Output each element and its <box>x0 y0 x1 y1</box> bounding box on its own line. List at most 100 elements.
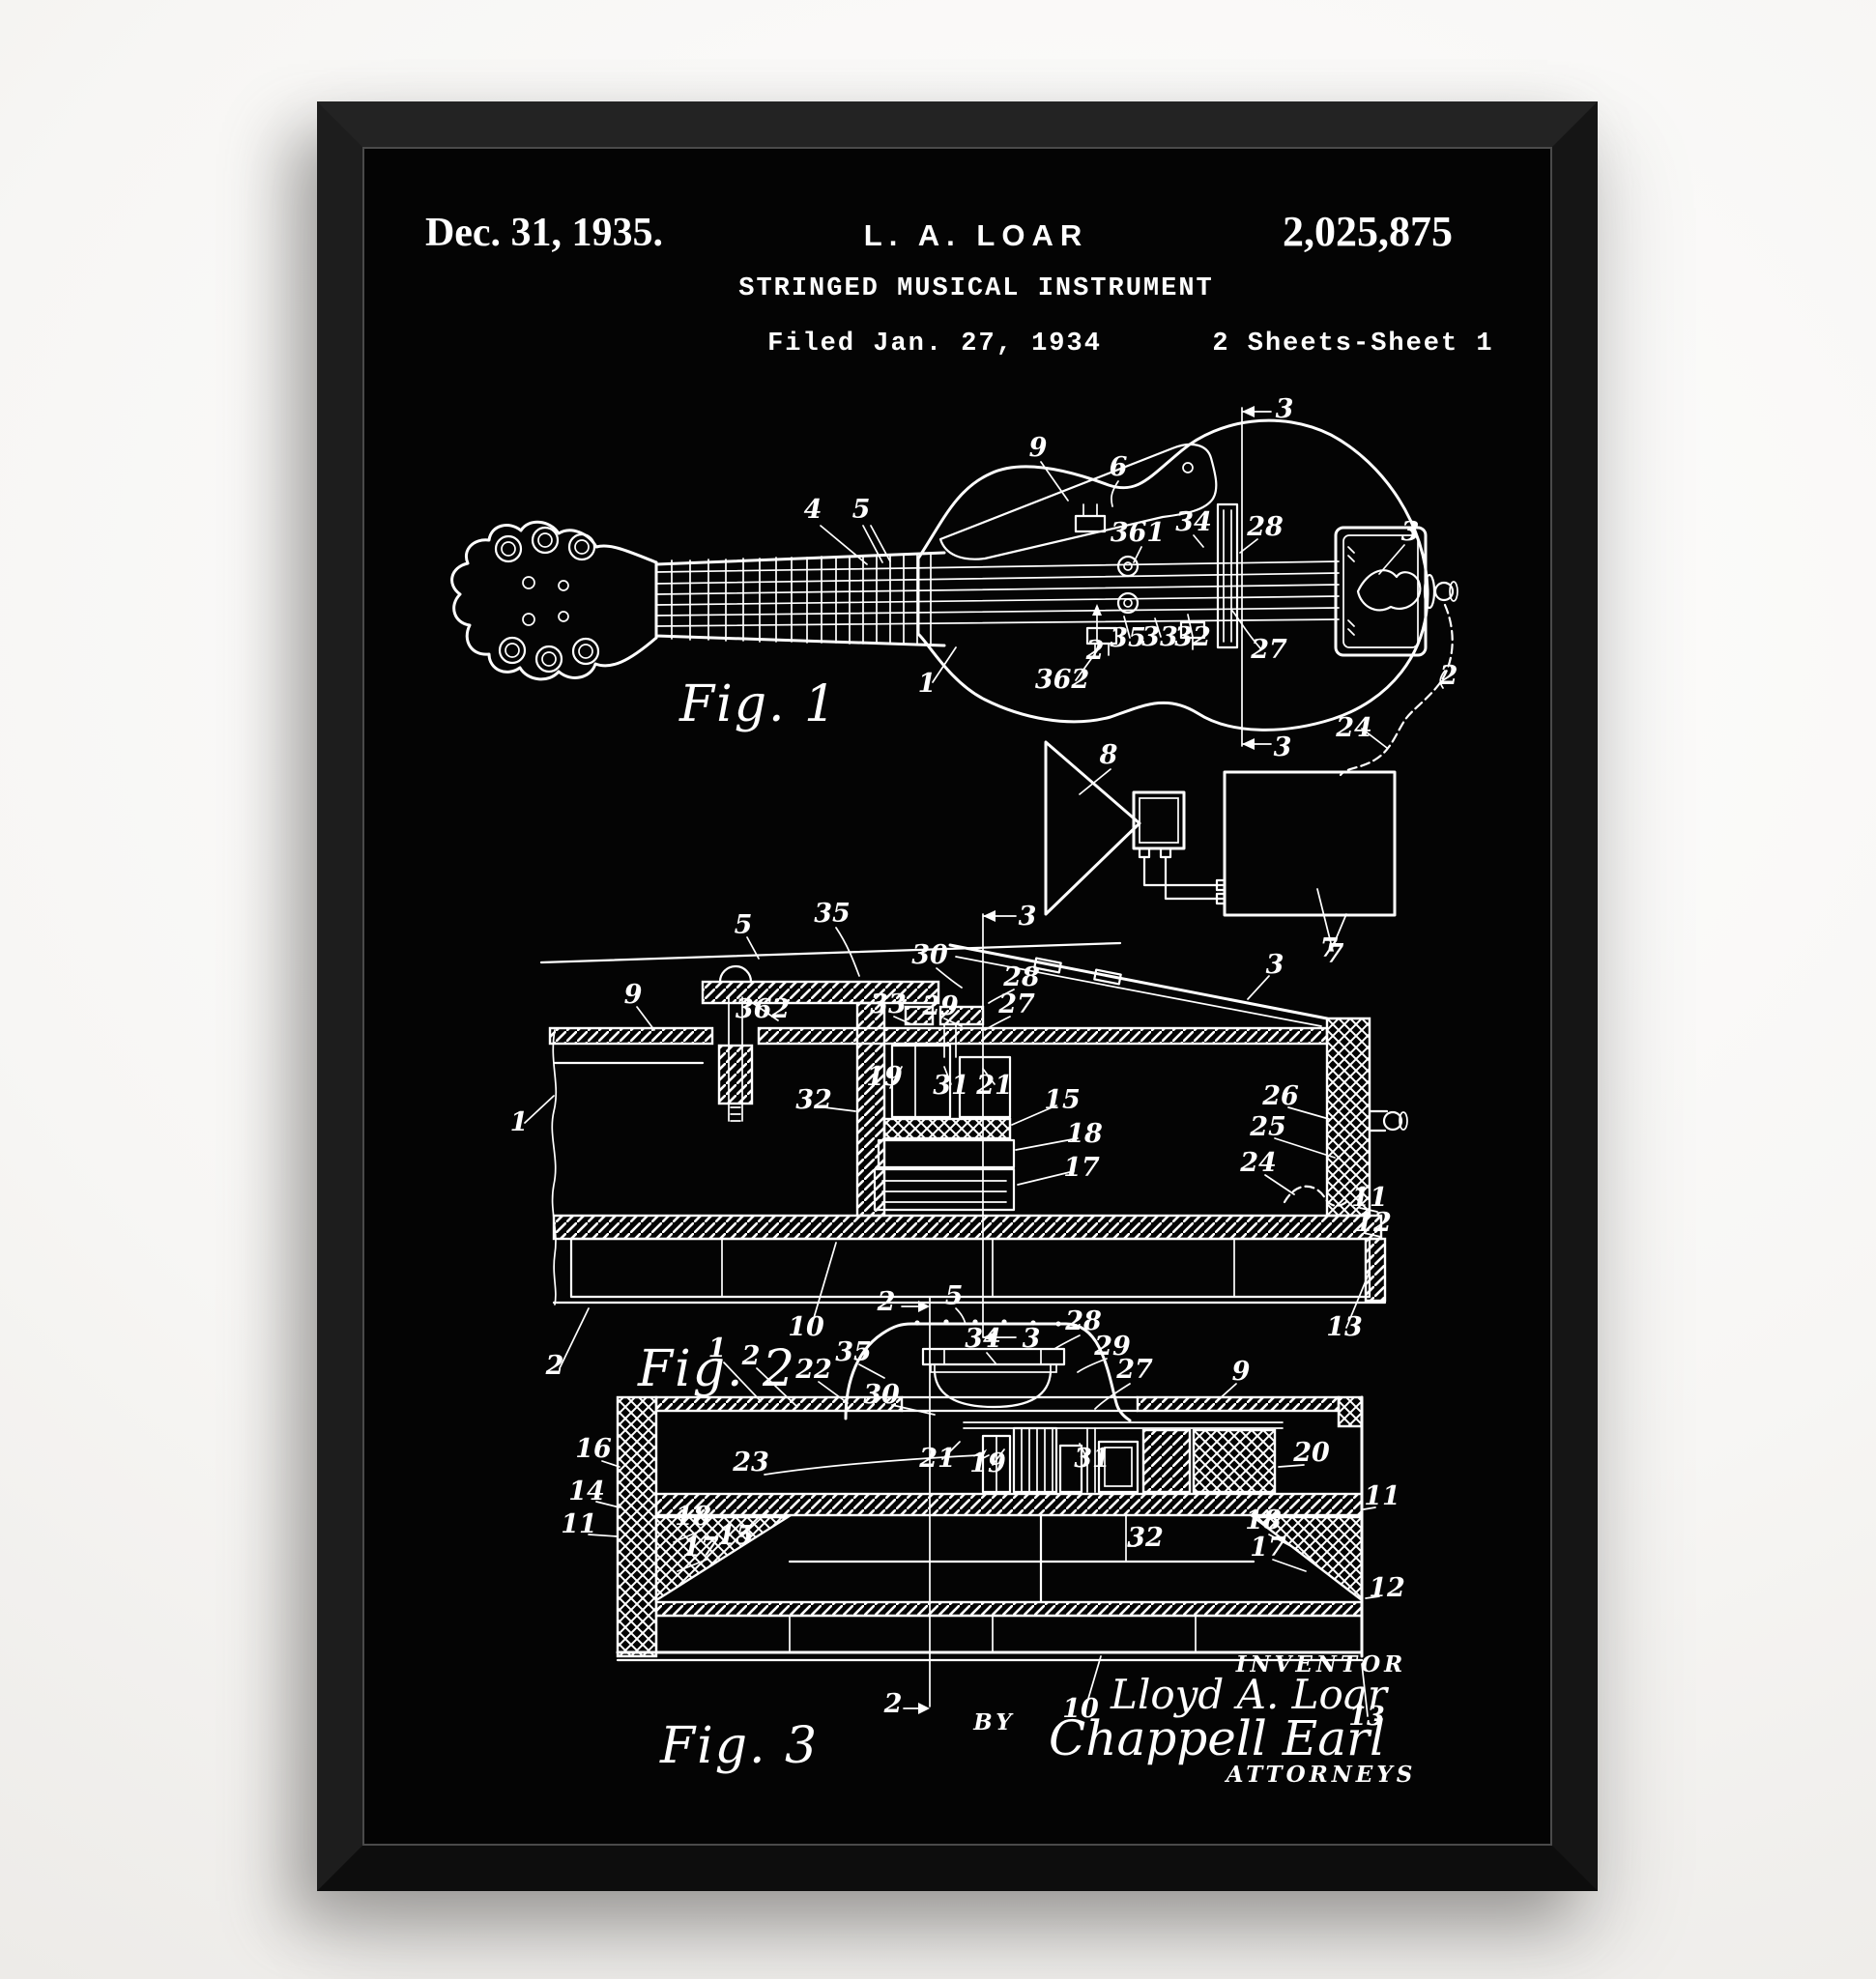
callout-7: 7 <box>1326 939 1344 969</box>
callout-2: 2 <box>883 1689 903 1719</box>
callout-30: 30 <box>911 940 948 970</box>
callout-3: 3 <box>1274 732 1292 762</box>
callout-9: 9 <box>1029 433 1048 463</box>
callout-18: 18 <box>1245 1506 1282 1535</box>
callout-18: 18 <box>675 1502 711 1532</box>
patent-date: Dec. 31, 1935. <box>425 211 663 255</box>
callout-1: 1 <box>918 669 937 699</box>
callout-11: 11 <box>561 1509 597 1539</box>
callout-16: 16 <box>575 1434 612 1464</box>
callout-2: 2 <box>1439 661 1458 691</box>
callout-21: 21 <box>975 1071 1013 1101</box>
callout-15: 15 <box>1044 1085 1081 1115</box>
callout-14: 14 <box>568 1477 605 1506</box>
callout-3: 3 <box>1276 394 1294 424</box>
callout-31: 31 <box>1074 1444 1111 1474</box>
callout-6: 6 <box>1110 452 1128 482</box>
callout-32: 32 <box>795 1085 832 1115</box>
callout-13: 13 <box>1348 1702 1385 1732</box>
callout-3: 3 <box>1023 1324 1041 1354</box>
callout-8: 8 <box>1099 740 1118 770</box>
callout-361: 361 <box>1111 518 1165 548</box>
callout-5: 5 <box>735 910 753 940</box>
callout-35: 35 <box>814 899 851 929</box>
filed-date: Filed Jan. 27, 1934 <box>767 330 1102 359</box>
callout-7: 7 <box>1320 933 1339 963</box>
callout-22: 22 <box>794 1355 832 1385</box>
callout-362: 362 <box>736 994 790 1024</box>
callout-9: 9 <box>624 980 643 1010</box>
callout-28: 28 <box>1246 512 1284 542</box>
callout-5: 5 <box>945 1281 964 1311</box>
callout-27: 27 <box>1250 635 1287 665</box>
inventor-signature: Lloyd A. Loar <box>1110 1671 1390 1718</box>
tuner-buttons <box>494 526 600 674</box>
callout-3: 3 <box>1266 950 1284 980</box>
callout-23: 23 <box>732 1448 769 1477</box>
callout-28: 28 <box>1064 1306 1102 1336</box>
callout-32: 32 <box>1127 1523 1164 1553</box>
callout-31: 31 <box>933 1071 969 1101</box>
callout-15: 15 <box>717 1521 754 1551</box>
patent-poster: Dec. 31, 1935. L. A. LOAR 2,025,875 STRI… <box>364 149 1550 1844</box>
callout-2: 2 <box>545 1351 564 1381</box>
sheet-info: 2 Sheets-Sheet 1 <box>1212 330 1493 359</box>
callout-20: 20 <box>1292 1438 1330 1468</box>
callout-18: 18 <box>1066 1119 1103 1149</box>
callout-17: 17 <box>1063 1153 1100 1183</box>
picture-frame: Dec. 31, 1935. L. A. LOAR 2,025,875 STRI… <box>317 101 1598 1891</box>
callout-12: 12 <box>1369 1573 1405 1603</box>
callout-35: 35 <box>835 1337 872 1367</box>
callout-2: 2 <box>741 1341 761 1371</box>
callout-13: 13 <box>1326 1312 1363 1342</box>
callout-29: 29 <box>921 991 959 1021</box>
callout-12: 12 <box>1355 1208 1392 1238</box>
callout-33: 33 <box>1141 622 1178 652</box>
callout-24: 24 <box>1239 1148 1277 1178</box>
callout-33: 33 <box>870 990 907 1019</box>
figure-3-label: Fig. 3 <box>659 1717 819 1775</box>
patent-title: STRINGED MUSICAL INSTRUMENT <box>738 274 1213 303</box>
figure-2-label: Fig. 2 <box>637 1340 796 1398</box>
signature-block: INVENTOR Lloyd A. Loar BY Chappell Earl … <box>972 1651 1417 1788</box>
callout-11: 11 <box>1364 1481 1400 1511</box>
callout-1: 1 <box>510 1107 529 1137</box>
callout-11: 11 <box>1351 1183 1388 1213</box>
callout-2: 2 <box>877 1287 896 1317</box>
callout-24: 24 <box>1335 713 1372 743</box>
attorney-signature: Chappell Earl <box>1049 1710 1385 1766</box>
patent-number: 2,025,875 <box>1283 208 1453 255</box>
callout-27: 27 <box>1115 1355 1153 1385</box>
patent-artwork: Dec. 31, 1935. L. A. LOAR 2,025,875 STRI… <box>425 208 1493 1788</box>
callout-1: 1 <box>708 1334 727 1363</box>
callout-34: 34 <box>965 1324 1001 1354</box>
callout-25: 25 <box>1249 1112 1286 1142</box>
callout-9: 9 <box>1232 1357 1251 1387</box>
callout-362: 362 <box>1035 665 1089 695</box>
callout-29: 29 <box>1093 1332 1131 1362</box>
attorneys-heading: ATTORNEYS <box>1225 1762 1417 1788</box>
callout-27: 27 <box>997 990 1035 1019</box>
callout-21: 21 <box>918 1444 956 1474</box>
callout-34: 34 <box>1175 507 1212 537</box>
callout-2: 2 <box>1085 636 1105 666</box>
by-label: BY <box>972 1709 1015 1735</box>
callout-17: 17 <box>1250 1533 1286 1563</box>
inventor-heading: INVENTOR <box>1235 1651 1406 1678</box>
callout-28: 28 <box>1002 962 1040 992</box>
callout-30: 30 <box>863 1380 900 1410</box>
callout-10: 10 <box>1062 1694 1099 1724</box>
callout-35: 35 <box>1110 623 1146 653</box>
callout-10: 10 <box>788 1312 824 1342</box>
callout-5: 5 <box>852 495 871 525</box>
callout-4: 4 <box>804 495 823 525</box>
inventor-name-heading: L. A. LOAR <box>864 218 1088 252</box>
callout-32: 32 <box>1174 622 1211 652</box>
figure-1-label: Fig. 1 <box>678 675 838 733</box>
